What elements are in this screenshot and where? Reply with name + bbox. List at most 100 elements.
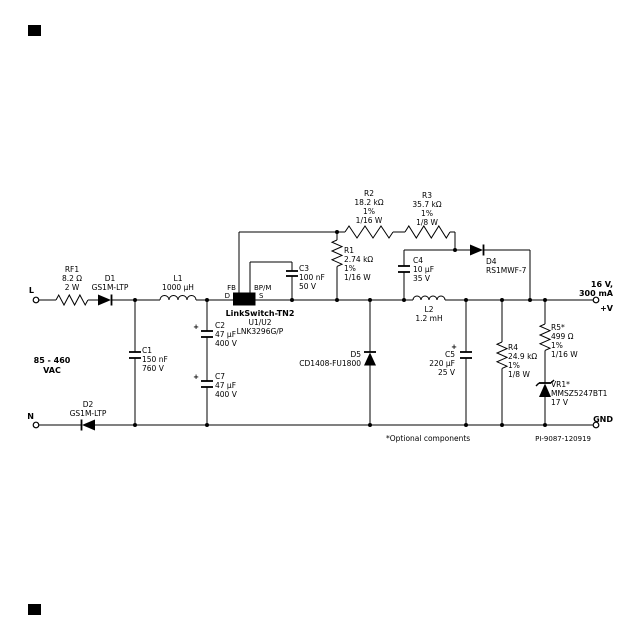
ic-pin-bpm-label: BP/M <box>254 284 271 292</box>
d5-part: CD1408-FU1800 <box>299 359 361 368</box>
zener-vr1 <box>535 379 555 397</box>
r5-tolerance: 1% <box>551 341 563 350</box>
c5-voltage: 25 V <box>438 368 456 377</box>
capacitor-c7 <box>201 380 213 388</box>
rf1-power: 2 W <box>65 283 80 292</box>
r4-power: 1/8 W <box>508 370 530 379</box>
inductor-l1 <box>159 295 197 301</box>
c4-refdes: C4 <box>413 256 423 265</box>
r2-value: 18.2 kΩ <box>354 198 383 207</box>
ic-pin-s-label: S <box>259 292 264 300</box>
d1-refdes: D1 <box>105 274 116 283</box>
r1-value: 2.74 kΩ <box>344 255 373 264</box>
rf1-refdes: RF1 <box>65 265 80 274</box>
diode-d4 <box>470 244 485 256</box>
ic-pin-d-label: D <box>225 292 230 300</box>
capacitor-c3 <box>286 270 298 277</box>
corner-mark-bottom <box>28 604 41 615</box>
r5-power: 1/16 W <box>551 350 578 359</box>
input-range-line2: VAC <box>43 366 61 375</box>
capacitor-c1 <box>129 351 141 359</box>
output-rating-line2: 300 mA <box>579 289 614 298</box>
c4-voltage: 35 V <box>413 274 431 283</box>
d4-refdes: D4 <box>486 257 497 266</box>
output-positive-label: +V <box>600 304 614 313</box>
resistor-r4 <box>495 341 509 369</box>
r1-power: 1/16 W <box>344 273 371 282</box>
r2-refdes: R2 <box>364 189 374 198</box>
r3-refdes: R3 <box>422 191 432 200</box>
d4-part: RS1MWF-7 <box>486 266 527 275</box>
diode-d5 <box>364 351 376 366</box>
inductor-l2 <box>412 295 446 301</box>
ic-name: LinkSwitch-TN2 <box>226 309 295 318</box>
c2-voltage: 400 V <box>215 339 238 348</box>
l2-refdes: L2 <box>425 305 434 314</box>
optional-components-note: *Optional components <box>386 434 470 443</box>
d2-refdes: D2 <box>83 400 94 409</box>
c3-voltage: 50 V <box>299 282 317 291</box>
diode-d2 <box>80 419 95 431</box>
d2-part: GS1M-LTP <box>70 409 107 418</box>
c5-value: 220 μF <box>429 359 455 368</box>
terminal-vout <box>592 296 600 304</box>
wires <box>38 231 594 426</box>
output-gnd-label: GND <box>593 415 613 424</box>
r1-refdes: R1 <box>344 246 354 255</box>
c3-refdes: C3 <box>299 264 309 273</box>
resistor-r3 <box>404 225 451 239</box>
l1-refdes: L1 <box>174 274 183 283</box>
r2-power: 1/16 W <box>356 216 383 225</box>
diode-d1 <box>98 294 113 306</box>
r3-power: 1/8 W <box>416 218 438 227</box>
r3-value: 35.7 kΩ <box>412 200 441 209</box>
c3-value: 100 nF <box>299 273 325 282</box>
terminal-gnd <box>592 421 600 429</box>
vr1-part: MMSZ5247BT1 <box>551 389 608 398</box>
resistor-r1 <box>330 239 344 267</box>
c1-refdes: C1 <box>142 346 152 355</box>
resistor-rf1 <box>55 293 89 307</box>
vr1-voltage: 17 V <box>551 398 569 407</box>
r3-tolerance: 1% <box>421 209 433 218</box>
c7-voltage: 400 V <box>215 390 238 399</box>
c2-value: 47 μF <box>215 330 236 339</box>
rf1-value: 8.2 Ω <box>62 274 82 283</box>
r4-value: 24.9 kΩ <box>508 352 537 361</box>
terminal-line <box>32 296 40 304</box>
capacitor-c5 <box>460 351 472 359</box>
terminals <box>32 296 600 429</box>
output-rating-line1: 16 V, <box>591 280 613 289</box>
c1-voltage: 760 V <box>142 364 165 373</box>
c7-polarity-mark: + <box>193 373 199 381</box>
neutral-terminal-label: N <box>27 412 34 421</box>
resistor-r5 <box>538 323 552 351</box>
c2-polarity-mark: + <box>193 323 199 331</box>
r4-refdes: R4 <box>508 343 518 352</box>
terminal-neutral <box>32 421 40 429</box>
ic-part: LNK3296G/P <box>237 327 284 336</box>
l2-value: 1.2 mH <box>415 314 442 323</box>
c1-value: 150 nF <box>142 355 168 364</box>
c5-polarity-mark: + <box>451 343 457 351</box>
input-range-line1: 85 - 460 <box>34 356 71 365</box>
ic-linkswitch <box>233 292 256 306</box>
r4-tolerance: 1% <box>508 361 520 370</box>
c7-value: 47 μF <box>215 381 236 390</box>
line-terminal-label: L <box>29 286 34 295</box>
junction-dots <box>133 230 547 427</box>
document-id: PI-9087-120919 <box>535 435 591 443</box>
d5-refdes: D5 <box>350 350 361 359</box>
capacitor-c2 <box>201 330 213 338</box>
r5-refdes: R5* <box>551 323 565 332</box>
ic-refdes: U1/U2 <box>248 318 271 327</box>
r1-tolerance: 1% <box>344 264 356 273</box>
l1-value: 1000 μH <box>162 283 194 292</box>
c2-refdes: C2 <box>215 321 225 330</box>
vr1-refdes: VR1* <box>551 380 570 389</box>
corner-mark-top <box>28 25 41 36</box>
resistor-r2 <box>344 225 394 239</box>
c5-refdes: C5 <box>445 350 455 359</box>
